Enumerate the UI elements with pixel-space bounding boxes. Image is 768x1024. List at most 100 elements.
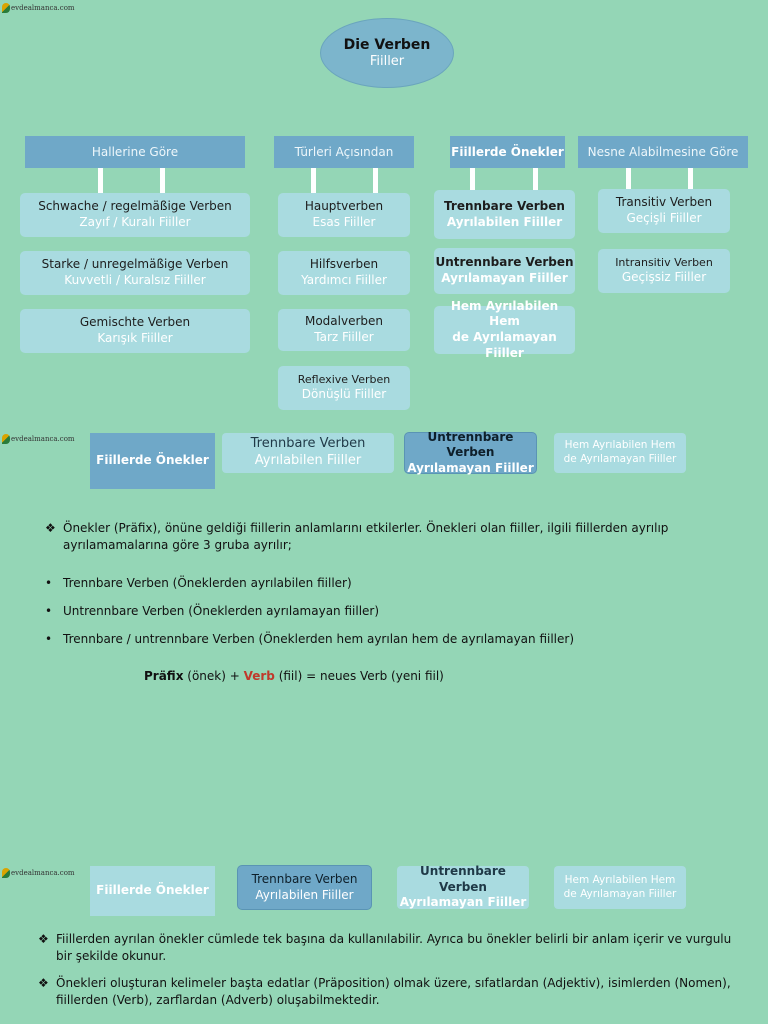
box-tr: Ayrılabilen Fiiller (446, 214, 563, 229)
point-text: Fiillerden ayrılan önekler cümlede tek b… (56, 932, 732, 964)
logo-icon (2, 868, 10, 878)
verb-type-box[interactable]: Hem Ayrılabilen Hem de Ayrılamayan Fiill… (434, 299, 575, 360)
verb-type-box[interactable]: Intransitiv Verben Geçişsiz Fiiller (598, 249, 730, 293)
tab-fiillerde-onekler[interactable]: Fiillerde Önekler (90, 866, 215, 916)
connector (98, 168, 103, 193)
point-text: Önekleri oluşturan kelimeler başta edatl… (56, 976, 731, 1008)
verb-type-box[interactable]: Transitiv Verben Geçişli Fiiller (598, 189, 730, 233)
point-paragraph: ❖ Önekleri oluşturan kelimeler başta eda… (38, 975, 738, 1010)
tab-de: Untrennbare Verben (420, 864, 506, 894)
box-de: Hauptverben (304, 199, 384, 214)
site-logo[interactable]: evdealmanca.com (2, 3, 75, 13)
logo-icon (2, 434, 10, 444)
formula-part: (önek) + (183, 669, 244, 683)
category-header-haller[interactable]: Hallerine Göre (25, 136, 245, 168)
tab-de: Trennbare Verben (251, 871, 358, 886)
intro-paragraph: ❖ Önekler (Präfix), önüne geldiği fiille… (45, 520, 685, 555)
verb-type-box[interactable]: Modalverben Tarz Fiiller (278, 309, 410, 351)
verb-type-box[interactable]: Starke / unregelmäßige Verben Kuvvetli /… (20, 251, 250, 295)
box-tr: Dönüşlü Fiiller (301, 387, 387, 402)
tab-trennbare[interactable]: Trennbare Verben Ayrılabilen Fiiller (222, 433, 394, 473)
list-item: • Trennbare / untrennbare Verben (Önekle… (45, 631, 705, 648)
logo-text: evdealmanca.com (11, 435, 75, 443)
list-item-text: Trennbare Verben (Öneklerden ayrılabilen… (63, 576, 352, 590)
box-tr: Geçişli Fiiller (626, 211, 702, 225)
diamond-bullet-icon: ❖ (45, 521, 56, 535)
intro-text: Önekler (Präfix), önüne geldiği fiilleri… (63, 521, 669, 553)
box-de: Gemischte Verben (79, 315, 191, 330)
formula-verb: Verb (243, 669, 275, 683)
category-label: Hallerine Göre (91, 145, 179, 159)
tab-tr: Ayrılamayan Fiiller (399, 895, 527, 910)
verb-type-box[interactable]: Untrennbare Verben Ayrılamayan Fiiller (434, 248, 575, 294)
dot-bullet-icon: • (45, 632, 53, 646)
connector (373, 168, 378, 193)
category-header-turler[interactable]: Türleri Açısından (274, 136, 414, 168)
tab-de: Untrennbare Verben (427, 429, 514, 460)
tab-fiillerde-onekler[interactable]: Fiillerde Önekler (90, 433, 215, 489)
tab-tr: Ayrılabilen Fiiller (254, 453, 362, 468)
category-header-nesne[interactable]: Nesne Alabilmesine Göre (578, 136, 748, 168)
logo-text: evdealmanca.com (11, 4, 75, 12)
box-tr: Zayıf / Kuralı Fiiller (79, 215, 191, 229)
site-logo[interactable]: evdealmanca.com (2, 868, 75, 878)
tab-label: Fiillerde Önekler (96, 453, 209, 468)
verb-type-box[interactable]: Trennbare Verben Ayrılabilen Fiiller (434, 190, 575, 239)
title-oval: Die Verben Fiiller (320, 18, 454, 88)
tab-line: de Ayrılamayan Fiiller (563, 887, 677, 900)
tab-line: Hem Ayrılabilen Hem (564, 873, 676, 886)
tab-hem[interactable]: Hem Ayrılabilen Hem de Ayrılamayan Fiill… (554, 433, 686, 473)
category-label: Türleri Açısından (294, 145, 394, 159)
connector (688, 168, 693, 189)
dot-bullet-icon: • (45, 576, 53, 590)
box-de: Untrennbare Verben (435, 255, 574, 270)
tab-tr: Ayrılamayan Fiiller (407, 460, 534, 475)
tab-untrennbare[interactable]: Untrennbare Verben Ayrılamayan Fiiller (405, 429, 536, 475)
connector (470, 168, 475, 190)
box-de: Intransitiv Verben (615, 256, 713, 270)
list-item-text: Untrennbare Verben (Öneklerden ayrılamay… (63, 604, 380, 618)
tab-hem[interactable]: Hem Ayrılabilen Hem de Ayrılamayan Fiill… (554, 866, 686, 909)
dot-bullet-icon: • (45, 604, 53, 618)
formula: Präfix (önek) + Verb (fiil) = neues Verb… (144, 669, 444, 683)
box-de: Trennbare Verben (444, 198, 565, 213)
box-de: Transitiv Verben (615, 195, 713, 210)
diamond-bullet-icon: ❖ (38, 976, 49, 990)
category-label: Fiillerde Önekler (451, 145, 564, 159)
box-tr: Ayrılamayan Fiiller (441, 271, 568, 285)
box-tr: Esas Fiiller (312, 215, 376, 229)
formula-part: (fiil) = neues Verb (yeni fiil) (274, 669, 444, 683)
formula-prefix: Präfix (144, 669, 184, 683)
title-tr: Fiiller (369, 54, 405, 69)
box-de: Schwache / regelmäßige Verben (38, 199, 232, 214)
verb-type-box[interactable]: Gemischte Verben Karışık Fiiller (20, 309, 250, 353)
tab-trennbare[interactable]: Trennbare Verben Ayrılabilen Fiiller (238, 866, 371, 909)
point-paragraph: ❖ Fiillerden ayrılan önekler cümlede tek… (38, 931, 738, 966)
verb-type-box[interactable]: Reflexive Verben Dönüşlü Fiiller (278, 366, 410, 410)
logo-icon (2, 3, 10, 13)
verb-type-box[interactable]: Hilfsverben Yardımcı Fiiller (278, 251, 410, 295)
tab-line: Hem Ayrılabilen Hem (564, 439, 676, 452)
box-tr: Karışık Fiiller (97, 331, 173, 345)
list-item: • Trennbare Verben (Öneklerden ayrılabil… (45, 575, 685, 592)
box-tr: Yardımcı Fiiller (301, 273, 387, 287)
box-de: Hem Ayrılabilen Hem (450, 298, 559, 329)
connector (311, 168, 316, 193)
title-de: Die Verben (343, 37, 431, 53)
box-de: Starke / unregelmäßige Verben (41, 257, 229, 272)
tab-de: Trennbare Verben (250, 436, 366, 452)
category-header-onekler[interactable]: Fiillerde Önekler (450, 136, 565, 168)
box-tr: Kuvvetli / Kuralsız Fiiller (64, 273, 206, 287)
verb-type-box[interactable]: Schwache / regelmäßige Verben Zayıf / Ku… (20, 193, 250, 237)
verb-type-box[interactable]: Hauptverben Esas Fiiller (278, 193, 410, 237)
logo-text: evdealmanca.com (11, 869, 75, 877)
connector (626, 168, 631, 189)
connector (533, 168, 538, 190)
connector (160, 168, 165, 193)
box-tr: Geçişsiz Fiiller (621, 270, 707, 285)
box-de: Modalverben (304, 314, 384, 329)
tab-label: Fiillerde Önekler (96, 883, 209, 898)
diamond-bullet-icon: ❖ (38, 932, 49, 946)
tab-untrennbare[interactable]: Untrennbare Verben Ayrılamayan Fiiller (397, 864, 529, 910)
site-logo[interactable]: evdealmanca.com (2, 434, 75, 444)
